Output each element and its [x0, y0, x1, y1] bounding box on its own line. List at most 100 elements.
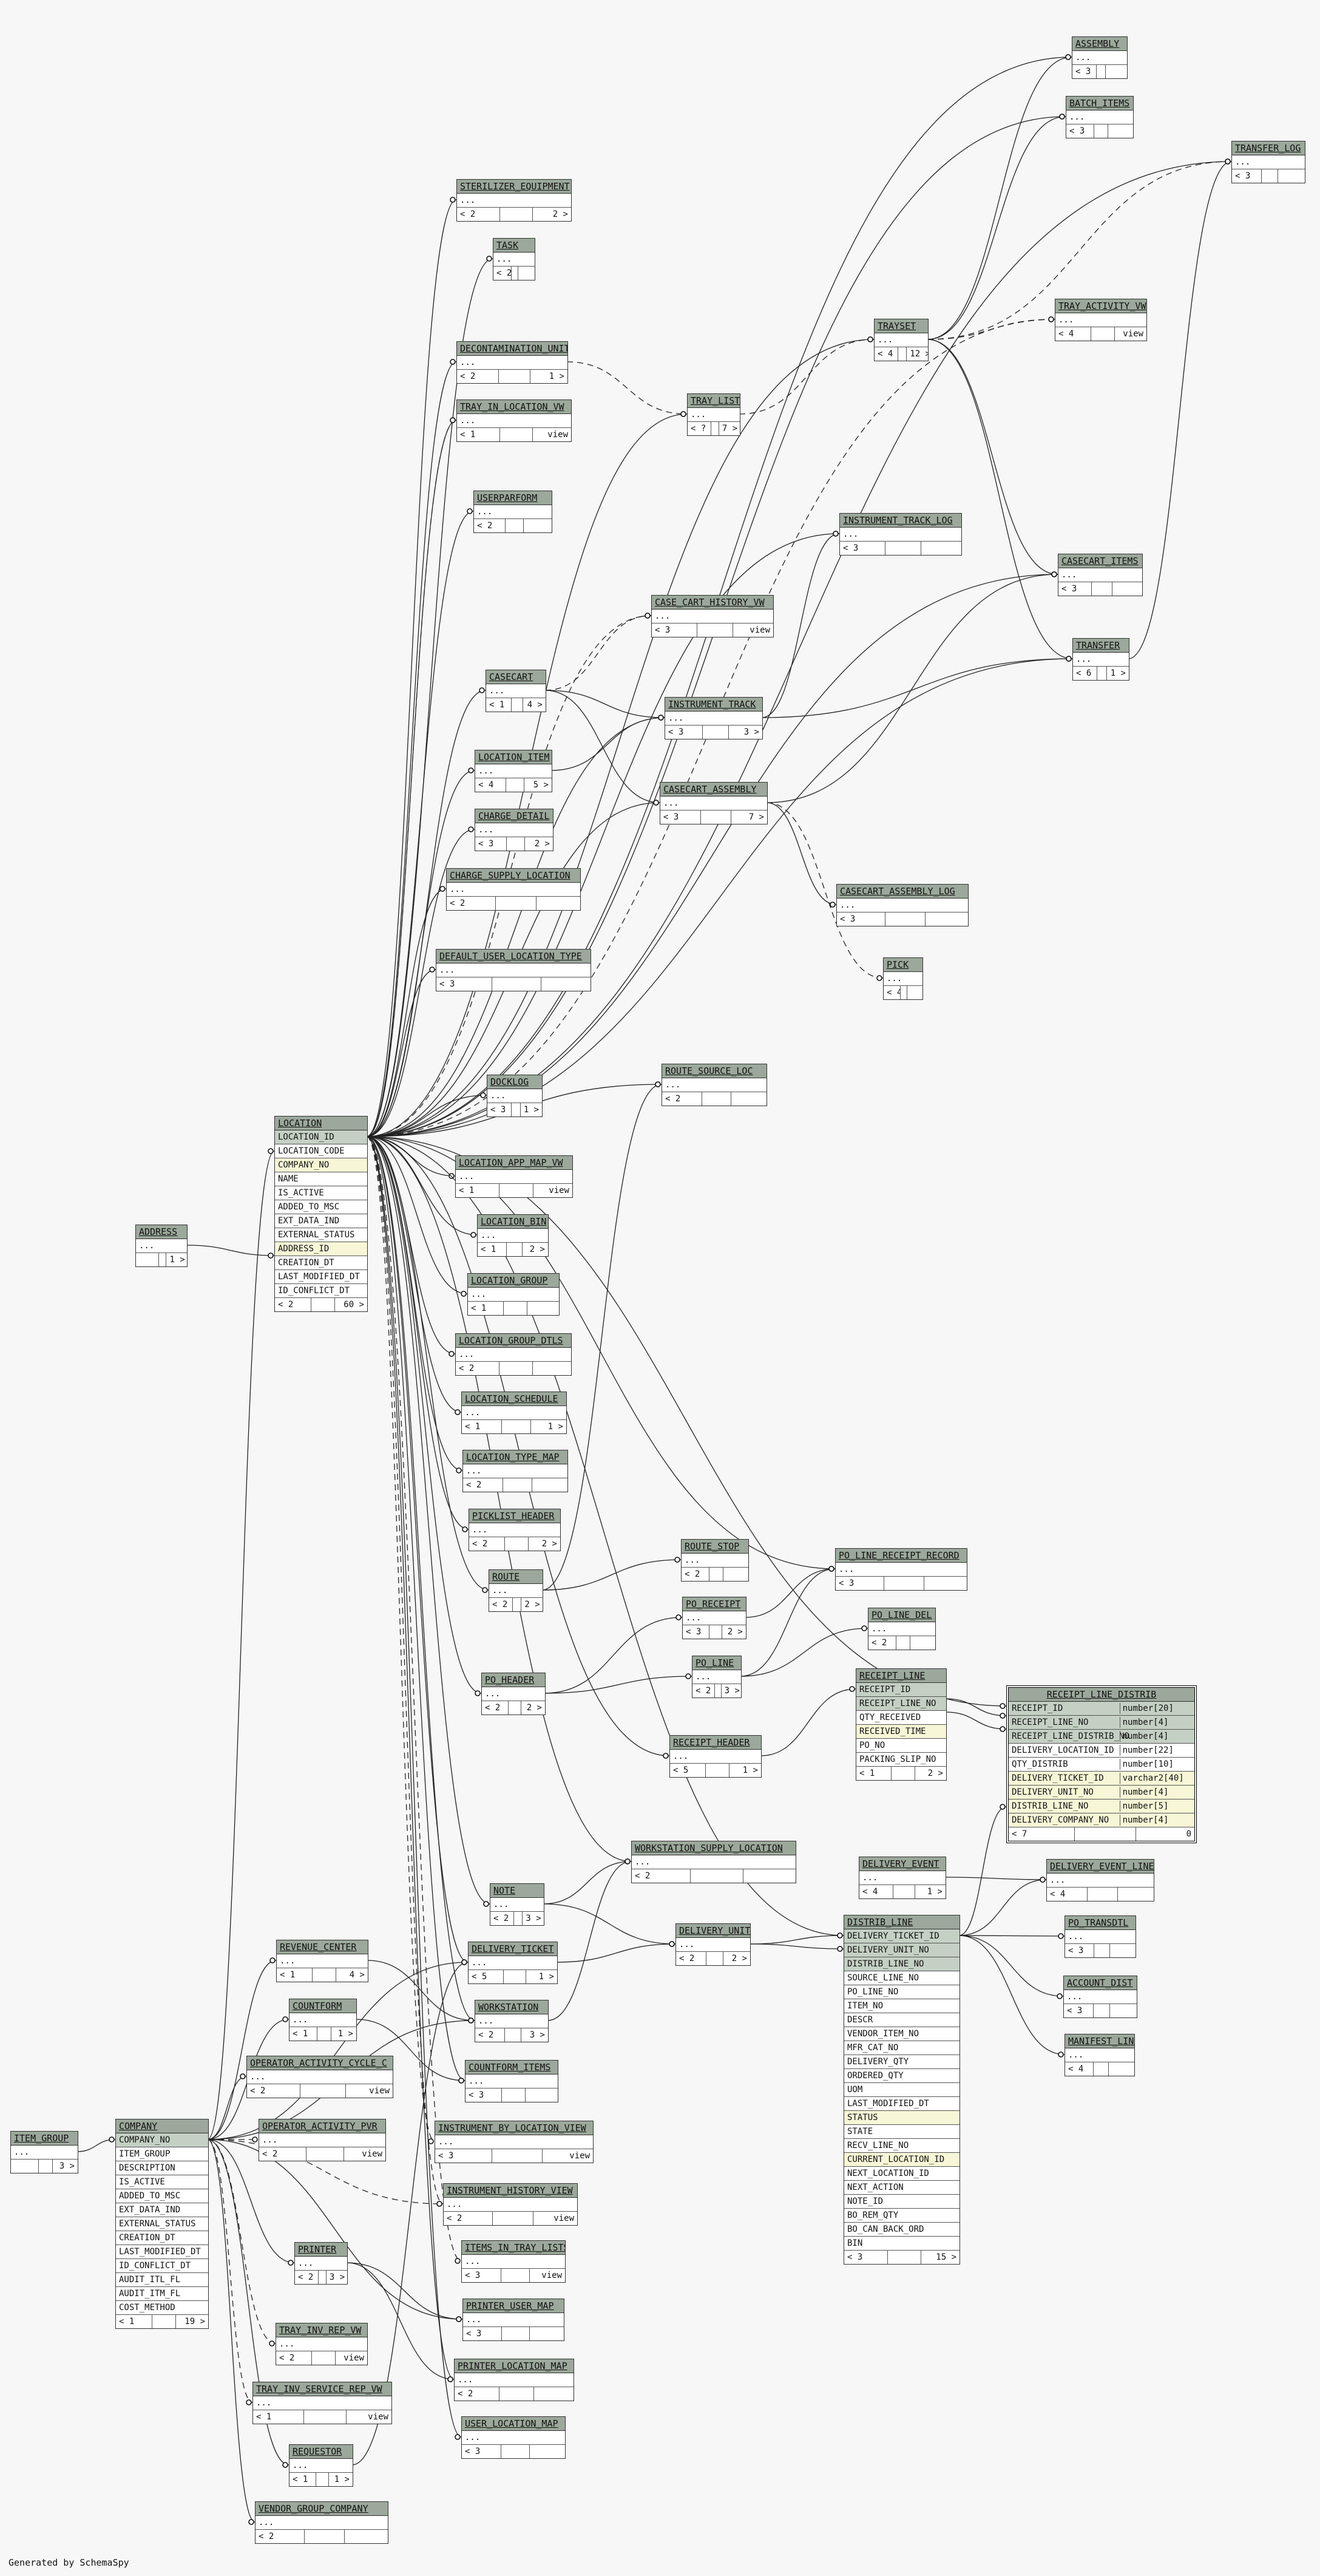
table-user-location-map[interactable]: USER_LOCATION_MAP...< 3 [461, 2416, 566, 2459]
table-casecart-assembly-log[interactable]: CASECART_ASSEMBLY_LOG...< 3 [836, 884, 969, 926]
table-title[interactable]: PO_TRANSDTL [1065, 1916, 1136, 1930]
table-account-dist[interactable]: ACCOUNT_DIST...< 3 [1063, 1976, 1137, 2018]
table-title[interactable]: CHARGE_SUPPLY_LOCATION [447, 869, 580, 883]
table-po-transdtl[interactable]: PO_TRANSDTL...< 3 [1064, 1915, 1136, 1958]
table-location-group[interactable]: LOCATION_GROUP...< 1 [467, 1273, 560, 1316]
table-item-group[interactable]: ITEM_GROUP...3 > [10, 2131, 78, 2173]
table-title[interactable]: PRINTER_LOCATION_MAP [455, 2359, 574, 2373]
table-title[interactable]: ROUTE_STOP [682, 1540, 748, 1554]
table-po-line-receipt-record[interactable]: PO_LINE_RECEIPT_RECORD...< 3 [835, 1548, 967, 1591]
table-title[interactable]: VENDOR_GROUP_COMPANY [256, 2502, 388, 2516]
table-title[interactable]: COUNTFORM [289, 1999, 356, 2013]
table-title[interactable]: DECONTAMINATION_UNIT [457, 342, 567, 356]
table-title[interactable]: WORKSTATION [475, 2000, 548, 2014]
table-title[interactable]: TRAY_INV_SERVICE_REP_VW [253, 2382, 391, 2396]
table-userparform[interactable]: USERPARFORM...< 2 [473, 491, 552, 533]
table-title[interactable]: RECEIPT_LINE [856, 1669, 946, 1683]
table-title[interactable]: LOCATION_SCHEDULE [462, 1392, 566, 1406]
table-title[interactable]: ADDRESS [136, 1225, 187, 1239]
table-title[interactable]: TRAY_ACTIVITY_VW [1055, 299, 1146, 313]
table-title[interactable]: LOCATION_BIN [478, 1215, 548, 1229]
table-title[interactable]: DELIVERY_EVENT [859, 1857, 946, 1871]
table-printer-location-map[interactable]: PRINTER_LOCATION_MAP...< 2 [454, 2359, 574, 2401]
table-title[interactable]: ITEMS_IN_TRAY_LISTS [462, 2241, 565, 2255]
table-title[interactable]: TRAY_LIST [688, 394, 740, 408]
table-title[interactable]: TRANSFER [1073, 639, 1129, 653]
table-title[interactable]: TRAYSET [875, 319, 928, 333]
table-tray-list[interactable]: TRAY_LIST...< ?7 > [687, 393, 740, 436]
table-title[interactable]: REVENUE_CENTER [277, 1940, 368, 1954]
table-title[interactable]: ASSEMBLY [1072, 37, 1127, 51]
table-workstation-supply-location[interactable]: WORKSTATION_SUPPLY_LOCATION...< 2 [631, 1841, 796, 1883]
table-title[interactable]: NOTE [490, 1884, 544, 1898]
table-title[interactable]: PO_LINE_DEL [868, 1608, 935, 1622]
table-title[interactable]: USER_LOCATION_MAP [462, 2417, 565, 2431]
table-location-type-map[interactable]: LOCATION_TYPE_MAP...< 2 [462, 1450, 568, 1492]
table-title[interactable]: ITEM_GROUP [11, 2132, 78, 2146]
table-manifest-line[interactable]: MANIFEST_LINE...< 4 [1064, 2034, 1135, 2076]
table-title[interactable]: DELIVERY_UNIT [676, 1924, 750, 1938]
table-po-line-del[interactable]: PO_LINE_DEL...< 2 [868, 1608, 936, 1650]
table-title[interactable]: TASK [493, 239, 535, 253]
table-title[interactable]: DELIVERY_TICKET [469, 1942, 557, 1956]
table-title[interactable]: CASE_CART_HISTORY_VW [652, 596, 773, 610]
table-task[interactable]: TASK...< 2 [493, 238, 535, 280]
table-title[interactable]: CASECART_ASSEMBLY_LOG [837, 885, 968, 899]
table-default-user-location-type[interactable]: DEFAULT_USER_LOCATION_TYPE...< 3 [436, 949, 591, 991]
table-title[interactable]: ROUTE_SOURCE_LOC [662, 1064, 767, 1078]
table-title[interactable]: INSTRUMENT_TRACK [665, 698, 762, 712]
table-title[interactable]: LOCATION_ITEM [475, 750, 552, 764]
table-title[interactable]: MANIFEST_LINE [1065, 2034, 1134, 2048]
table-title[interactable]: COMPANY [116, 2119, 208, 2133]
table-batch-items[interactable]: BATCH_ITEMS...< 3 [1066, 96, 1134, 138]
table-title[interactable]: TRAY_IN_LOCATION_VW [457, 400, 571, 414]
table-casecart-items[interactable]: CASECART_ITEMS...< 3 [1058, 554, 1143, 596]
table-title[interactable]: INSTRUMENT_TRACK_LOG [840, 514, 961, 528]
table-title[interactable]: CHARGE_DETAIL [475, 809, 553, 823]
table-title[interactable]: LOCATION [275, 1116, 367, 1130]
table-address[interactable]: ADDRESS...1 > [135, 1225, 188, 1267]
table-title[interactable]: ACCOUNT_DIST [1064, 1976, 1137, 1990]
table-title[interactable]: REQUESTOR [289, 2445, 353, 2459]
table-title[interactable]: RECEIPT_LINE_DISTRIB [1009, 1688, 1194, 1702]
table-title[interactable]: RECEIPT_HEADER [670, 1736, 761, 1750]
table-title[interactable]: PO_LINE_RECEIPT_RECORD [836, 1549, 967, 1563]
table-title[interactable]: OPERATOR_ACTIVITY_CYCLE_C [247, 2056, 393, 2070]
table-title[interactable]: INSTRUMENT_BY_LOCATION_VIEW [435, 2121, 593, 2135]
table-title[interactable]: LOCATION_TYPE_MAP [463, 1450, 567, 1464]
table-title[interactable]: TRAY_INV_REP_VW [276, 2323, 367, 2337]
table-printer-user-map[interactable]: PRINTER_USER_MAP...< 3 [462, 2299, 564, 2341]
table-instrument-track-log[interactable]: INSTRUMENT_TRACK_LOG...< 3 [839, 513, 962, 556]
table-title[interactable]: PO_HEADER [482, 1673, 545, 1687]
table-vendor-group-company[interactable]: VENDOR_GROUP_COMPANY...< 2 [255, 2501, 388, 2544]
